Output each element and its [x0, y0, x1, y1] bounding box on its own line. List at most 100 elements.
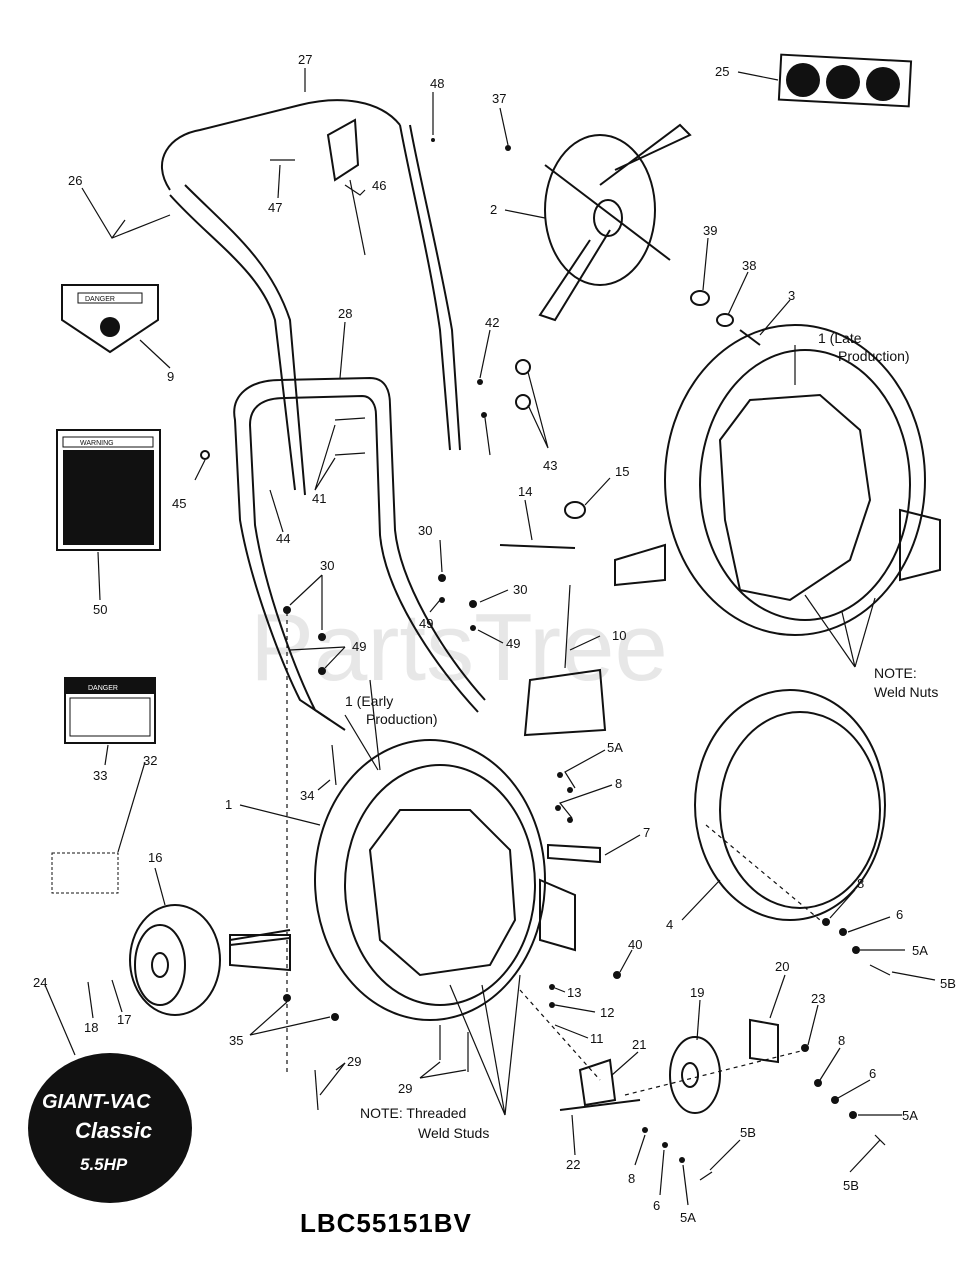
callout-12: 12 — [600, 1005, 614, 1020]
note-late-1: 1 (Late — [818, 330, 862, 346]
callout-5a-a: 5A — [607, 740, 623, 755]
callout-4: 4 — [666, 917, 673, 932]
callout-3: 3 — [788, 288, 795, 303]
decal-32 — [51, 852, 119, 894]
decal-50-text: WARNING — [80, 440, 114, 447]
callout-24: 24 — [33, 975, 47, 990]
callout-18: 18 — [84, 1020, 98, 1035]
impeller-2 — [538, 123, 692, 322]
callout-20: 20 — [775, 959, 789, 974]
callout-28: 28 — [338, 306, 352, 321]
callout-29b: 29 — [398, 1081, 412, 1096]
callout-16: 16 — [148, 850, 162, 865]
axle-16 — [229, 937, 291, 946]
washer-38 — [716, 313, 734, 327]
bracket-21 — [578, 1058, 617, 1107]
nozzle-10 — [523, 584, 607, 737]
callout-5a-b: 5A — [912, 943, 928, 958]
callout-43: 43 — [543, 458, 557, 473]
note-weld-studs-2: Weld Studs — [418, 1125, 489, 1141]
callout-30c: 30 — [513, 582, 527, 597]
callout-5b-b: 5B — [740, 1125, 756, 1140]
callout-42a: 42 — [485, 315, 499, 330]
callout-45: 45 — [172, 496, 186, 511]
callout-25: 25 — [715, 64, 729, 79]
bolt-5b-c — [699, 1171, 713, 1181]
callout-8b: 8 — [857, 876, 864, 891]
callout-23: 23 — [811, 991, 825, 1006]
callout-5b-c: 5B — [843, 1178, 859, 1193]
callout-46: 46 — [372, 178, 386, 193]
callout-7: 7 — [643, 825, 650, 840]
callout-32: 32 — [143, 753, 157, 768]
callout-35: 35 — [229, 1033, 243, 1048]
alignment-line-b — [705, 824, 827, 926]
leader-lines — [44, 68, 936, 1206]
logo-line1: GIANT-VAC — [42, 1091, 151, 1113]
callout-15: 15 — [615, 464, 629, 479]
callout-8d: 8 — [628, 1171, 635, 1186]
decal-33-text: DANGER — [88, 685, 118, 692]
nut-43b — [515, 394, 531, 410]
callout-40: 40 — [628, 937, 642, 952]
decal-33-danger: DANGER — [64, 677, 156, 744]
logo-line3: 5.5HP — [80, 1155, 128, 1174]
callout-5b-a: 5B — [940, 976, 956, 991]
note-weld-studs-1: NOTE: Threaded — [360, 1105, 466, 1121]
bolt-3 — [739, 329, 761, 346]
callout-labels: 27 48 37 25 26 47 46 2 39 38 3 9 28 42 4… — [33, 52, 956, 1225]
callout-6c: 6 — [653, 1198, 660, 1213]
lower-frame — [233, 376, 486, 731]
handle-assembly — [160, 99, 461, 496]
callout-50: 50 — [93, 602, 107, 617]
callout-17: 17 — [117, 1012, 131, 1027]
callout-29a: 29 — [347, 1054, 361, 1069]
bolt-29c — [314, 1069, 319, 1111]
callout-8c: 8 — [838, 1033, 845, 1048]
note-early-1: 1 (Early — [345, 693, 393, 709]
callout-6a: 6 — [896, 907, 903, 922]
logo-line2: Classic — [75, 1118, 152, 1143]
note-late-2: Production) — [838, 348, 910, 364]
bracket-46 — [326, 118, 366, 256]
axle-22 — [559, 1099, 641, 1111]
callout-41: 41 — [312, 491, 326, 506]
housing-early-production — [229, 739, 576, 1021]
callout-19: 19 — [690, 985, 704, 1000]
decal-25 — [777, 53, 913, 108]
callout-13: 13 — [567, 985, 581, 1000]
callout-21: 21 — [632, 1037, 646, 1052]
callout-39: 39 — [703, 223, 717, 238]
watermark: PartsTree — [250, 594, 668, 701]
callout-34: 34 — [300, 788, 314, 803]
callout-27: 27 — [298, 52, 312, 67]
callout-44: 44 — [276, 531, 290, 546]
callout-8a: 8 — [615, 776, 622, 791]
callout-49b: 49 — [352, 639, 366, 654]
callout-48: 48 — [430, 76, 444, 91]
spring-14 — [499, 544, 576, 549]
callout-49c: 49 — [506, 636, 520, 651]
bolt-5b-a — [869, 964, 891, 976]
decal-9-text: DANGER — [85, 296, 115, 303]
cover-4 — [694, 689, 886, 921]
decal-9-danger: DANGER — [61, 284, 159, 354]
bolt-41a — [334, 417, 366, 421]
plate-7 — [547, 843, 601, 864]
wheel-16 — [129, 904, 291, 1016]
housing-late-production — [614, 324, 941, 636]
part-45 — [200, 450, 210, 460]
callout-10: 10 — [612, 628, 626, 643]
callout-9: 9 — [167, 369, 174, 384]
callout-33: 33 — [93, 768, 107, 783]
callout-5a-d: 5A — [680, 1210, 696, 1225]
callout-1-early: 1 — [225, 797, 232, 812]
callout-22: 22 — [566, 1157, 580, 1172]
callout-37: 37 — [492, 91, 506, 106]
callout-6b: 6 — [869, 1066, 876, 1081]
model-number: LBC55151BV — [300, 1208, 472, 1238]
note-early-2: Production) — [366, 711, 438, 727]
callout-30b: 30 — [320, 558, 334, 573]
callout-30a: 30 — [418, 523, 432, 538]
